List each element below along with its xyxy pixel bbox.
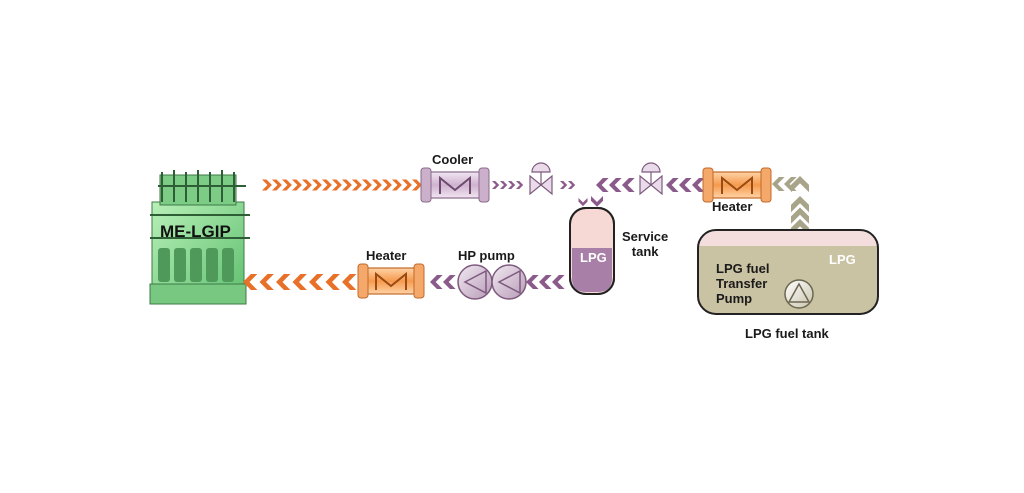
flow-chevron <box>309 274 324 290</box>
flow-chevron <box>342 179 352 191</box>
flow-chevron <box>276 274 291 290</box>
hp-pump-graphic <box>457 264 527 300</box>
flow-chevron <box>492 181 500 189</box>
flow-chevron <box>302 179 312 191</box>
flow-chevron <box>332 179 342 191</box>
flow-chevron <box>325 274 340 290</box>
flow-chevron <box>539 275 552 289</box>
flow-chevron <box>596 178 609 192</box>
heater-top-label: Heater <box>712 199 753 214</box>
engine-graphic <box>149 170 250 305</box>
flow-chevron <box>312 179 322 191</box>
flow-chevron <box>508 181 516 189</box>
flow-chevron <box>791 196 809 213</box>
flow-chevron <box>591 196 603 207</box>
flow-chevron <box>352 179 362 191</box>
control-valve-2 <box>639 162 663 196</box>
flow-chevron <box>362 179 372 191</box>
flow-chevron <box>272 179 282 191</box>
service-tank-graphic <box>569 207 615 295</box>
service-tank-label: Service tank <box>622 229 669 259</box>
flow-chevron <box>568 181 576 189</box>
flow-chevron <box>526 275 539 289</box>
heater-bottom-exchanger <box>357 263 425 299</box>
lpg-arrows-into-service-tank <box>560 181 576 189</box>
flow-chevron <box>443 275 456 289</box>
hot-return-arrows <box>243 274 357 290</box>
flow-chevron <box>560 181 568 189</box>
lpg-arrows-from-heater <box>596 178 705 192</box>
flow-chevron <box>791 207 809 224</box>
flow-chevron <box>259 274 274 290</box>
flow-chevron <box>262 179 272 191</box>
heater-bottom-label: Heater <box>366 248 407 263</box>
flow-chevron <box>609 178 622 192</box>
flow-chevron <box>342 274 357 290</box>
flow-chevron <box>772 177 785 191</box>
flow-chevron <box>292 179 302 191</box>
flow-chevron <box>622 178 635 192</box>
engine-label: ME-LGIP <box>160 222 231 241</box>
transfer-pump-graphic <box>784 279 814 309</box>
flow-chevron <box>679 178 692 192</box>
cooler-label: Cooler <box>432 152 474 167</box>
flow-chevron <box>322 179 332 191</box>
flow-chevron <box>430 275 443 289</box>
flow-chevron <box>578 198 588 207</box>
control-valve-1 <box>529 162 553 196</box>
cooler-exchanger <box>420 167 490 203</box>
fuel-tank-content-label: LPG <box>829 252 856 267</box>
lpg-arrows-after-cooler <box>492 181 524 189</box>
flow-chevron <box>692 178 705 192</box>
heater-top-exchanger <box>702 167 772 203</box>
lpg-arrows-pump-to-heater <box>430 275 456 289</box>
flow-chevron <box>382 179 392 191</box>
flow-chevron <box>784 177 797 191</box>
lpg-fuel-tank-graphic <box>697 229 879 315</box>
transfer-pump-label: LPG fuel Transfer Pump <box>716 261 770 306</box>
flow-chevron <box>392 179 402 191</box>
flow-chevron <box>552 275 565 289</box>
flow-chevron <box>666 178 679 192</box>
hp-pump-label: HP pump <box>458 248 515 263</box>
hot-feed-arrows <box>262 179 422 191</box>
lpg-arrows-down-into-tank <box>578 196 603 207</box>
flow-chevron <box>791 176 809 193</box>
lpg-arrows-service-to-pump <box>526 275 565 289</box>
service-tank-content-label: LPG <box>580 250 607 265</box>
flow-chevron <box>791 219 809 236</box>
flow-chevron <box>412 179 422 191</box>
flow-chevron <box>372 179 382 191</box>
flow-chevron <box>243 274 258 290</box>
flow-chevron <box>292 274 307 290</box>
flow-chevron <box>516 181 524 189</box>
flow-chevron <box>402 179 412 191</box>
flow-chevron <box>500 181 508 189</box>
flow-chevron <box>282 179 292 191</box>
fuel-tank-label: LPG fuel tank <box>745 326 829 341</box>
